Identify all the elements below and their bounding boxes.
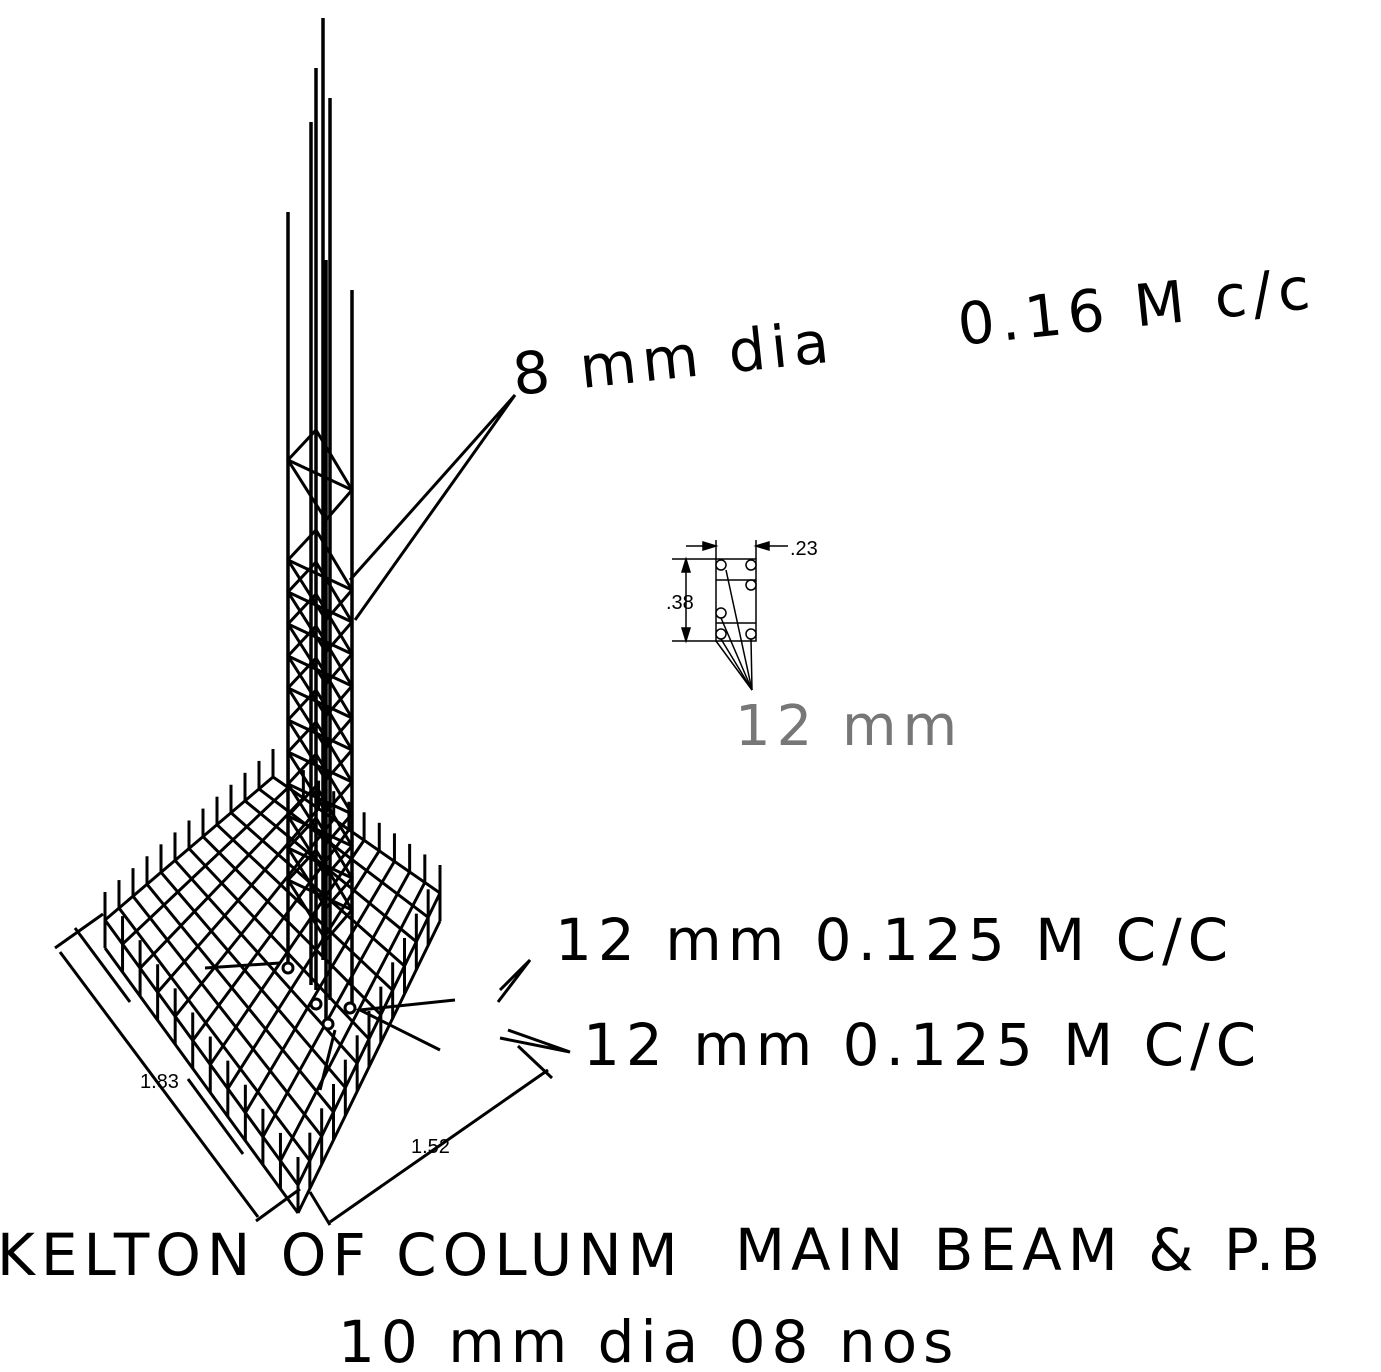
dimension-footing-width <box>308 1044 554 1226</box>
leader-lines <box>204 394 571 1091</box>
column-stirrups <box>286 427 354 943</box>
dimension-footing-length-text: 1.83 <box>140 1071 179 1093</box>
dimension-footing-length <box>54 912 301 1223</box>
section-width-text: .23 <box>790 538 818 560</box>
title-line-3: 10 mm dia 08 nos <box>338 1308 959 1372</box>
stirrup-spacing-label: 0.16 M c/c <box>954 254 1319 359</box>
column-cross-section <box>672 540 788 691</box>
mesh-top-label: 12 mm 0.125 M C/C <box>555 906 1234 974</box>
title-line-1: SKELTON OF COLUNM <box>0 1221 684 1289</box>
dimension-footing-width-text: 1.52 <box>411 1136 450 1158</box>
section-depth-text: .38 <box>666 592 694 614</box>
bar-end-circles <box>281 961 357 1031</box>
title-line-2: MAIN BEAM & P.B <box>735 1216 1326 1284</box>
footing-mesh <box>103 749 442 1214</box>
section-bar-size-label: 12 mm <box>735 694 963 759</box>
mesh-bottom-label: 12 mm 0.125 M C/C <box>583 1011 1262 1079</box>
stirrup-dia-label: 8 mm dia <box>509 308 838 409</box>
